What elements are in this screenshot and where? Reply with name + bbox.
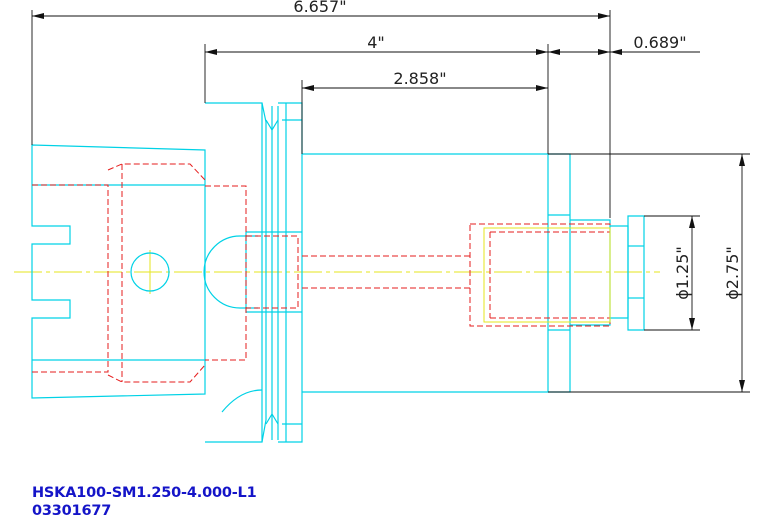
hidden-lines [32,163,611,383]
dim-outer-diameter: ϕ2.75" [723,246,742,300]
dimension-lines [31,10,750,393]
dim-body-length: 2.858" [393,69,446,88]
dim-gauge-length: 4" [367,33,385,52]
dim-nose-length: 0.689" [633,33,686,52]
serial-number: 03301677 [32,503,112,519]
part-number: HSKA100-SM1.250-4.000-L1 [32,485,257,501]
dim-overall-length: 6.657" [293,0,346,16]
tool-outline [31,102,645,443]
bore-lines [483,227,611,323]
dim-bore-diameter: ϕ1.25" [673,246,692,300]
centerline [14,250,660,294]
dimension-arrows [32,13,745,392]
